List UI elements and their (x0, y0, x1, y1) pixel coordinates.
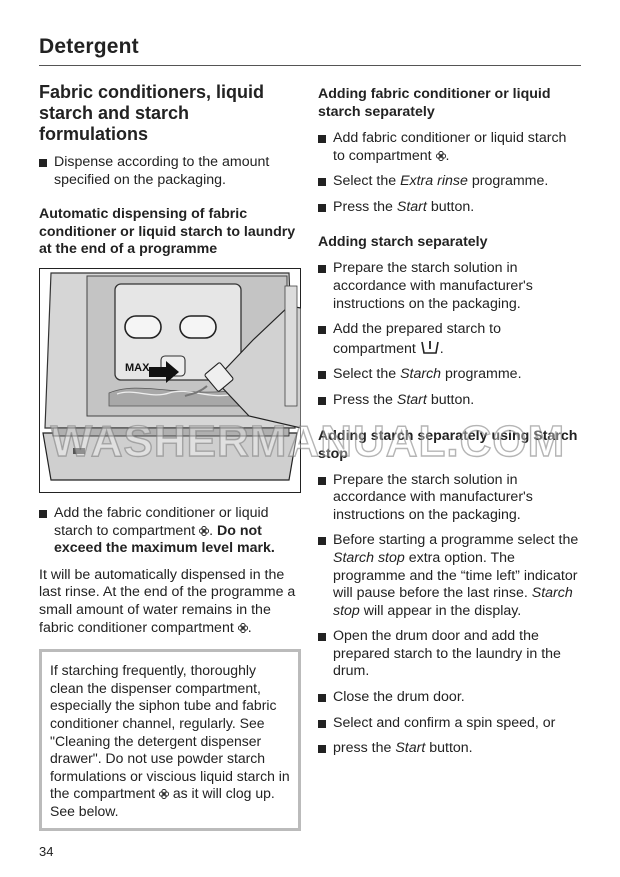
bullet-dispense: Dispense according to the amount specifi… (39, 154, 301, 189)
heading-starch-stop: Adding starch separately using Starch st… (318, 427, 578, 462)
bullet-press-start-1: Press the Start button. (318, 199, 582, 217)
warning-max-level: Do not exceed the maximum level mark. (54, 522, 275, 557)
bullet-text: Before starting a programme select the (333, 532, 579, 549)
max-level-label: MAX (125, 362, 150, 374)
page-title: Detergent (39, 35, 139, 58)
bullet-press-start-3: press the Start button. (318, 740, 582, 758)
bullet-add-conditioner: Add the fabric conditioner or liquid sta… (39, 505, 301, 558)
bullet-text: Select the (333, 366, 397, 383)
note-text-1: If starching frequently, thoroughly clea… (50, 662, 290, 802)
watermark-text: WASHERMANUAL.COM (51, 417, 566, 466)
button-name: Start (395, 740, 426, 757)
bullet-text: Add the prepared starch to compartment (333, 321, 501, 357)
bullet-text: programme. (471, 173, 549, 190)
paragraph-auto-dispense: It will be automatically dispensed in th… (39, 566, 296, 636)
note-text-2: as it will clog up. See below. (50, 785, 275, 819)
flower-compartment-icon (158, 789, 169, 800)
bullet-open-drum: Open the drum door and add the prepared … (318, 628, 582, 681)
button-name: Start (396, 391, 427, 408)
heading-starch-separately: Adding starch separately (318, 234, 488, 251)
subheading-automatic-dispensing: Automatic dispensing of fabric condition… (39, 206, 296, 258)
bullet-text: extra option. The programme and the “tim… (333, 549, 578, 602)
bullet-text: will appear in the display. (363, 602, 522, 619)
bullet-select-spin: Select and confirm a spin speed, or (318, 715, 582, 733)
bullet-text: Add fabric conditioner or liquid starch … (333, 130, 567, 164)
bullet-add-prepared-starch: Add the prepared starch to compartment . (318, 321, 582, 358)
bullet-text: button. (430, 198, 475, 215)
bullet-text: Press the (333, 198, 393, 215)
right-column: Adding fabric conditioner or liquid star… (318, 85, 582, 758)
bullet-select-extra-rinse: Select the Extra rinse programme. (318, 173, 582, 191)
bullet-select-starch: Select the Starch programme. (318, 366, 582, 384)
bullet-text: Select the (333, 173, 397, 190)
bullet-press-start-2: Press the Start button. (318, 392, 582, 410)
paragraph-auto-dispense-text: It will be automatically dispensed in th… (39, 566, 296, 636)
note-box: If starching frequently, thoroughly clea… (39, 649, 301, 832)
flower-compartment-icon (435, 150, 446, 161)
bullet-text: programme. (445, 366, 522, 383)
bullet-select-starch-stop: Before starting a programme select the S… (318, 532, 582, 620)
option-name: Starch stop (333, 549, 405, 566)
programme-name: Starch (400, 366, 442, 383)
flower-compartment-icon (237, 622, 248, 633)
bullet-add-text: Add the fabric conditioner or liquid sta… (54, 504, 269, 539)
bullet-text: Press the (333, 391, 393, 408)
bullet-text: button. (430, 391, 475, 408)
programme-name: Extra rinse (400, 173, 468, 190)
bullet-prepare-starch-1: Prepare the starch solution in accordanc… (318, 260, 582, 313)
bullet-close-drum: Close the drum door. (318, 689, 582, 707)
bullet-add-conditioner-separately: Add fabric conditioner or liquid starch … (318, 130, 582, 165)
bullet-prepare-starch-2: Prepare the starch solution in accordanc… (318, 472, 582, 525)
bullet-text: button. (429, 740, 473, 757)
flower-compartment-icon (199, 525, 210, 536)
dispenser-illustration: MAX (39, 267, 301, 493)
watermark: WASHERMANUAL.COM (50, 416, 566, 466)
heading-fabric-separately: Adding fabric conditioner or liquid star… (318, 86, 551, 120)
display-text: Starch stop (333, 585, 573, 619)
section-heading-fabric-conditioners: Fabric conditioners, liquid starch and s… (39, 82, 265, 144)
left-column: Fabric conditioners, liquid starch and s… (39, 82, 301, 832)
starch-compartment-icon (420, 340, 439, 354)
header-divider (39, 65, 581, 66)
bullet-text: press the (333, 740, 392, 757)
page-number: 34 (39, 844, 54, 859)
button-name: Start (396, 198, 427, 215)
